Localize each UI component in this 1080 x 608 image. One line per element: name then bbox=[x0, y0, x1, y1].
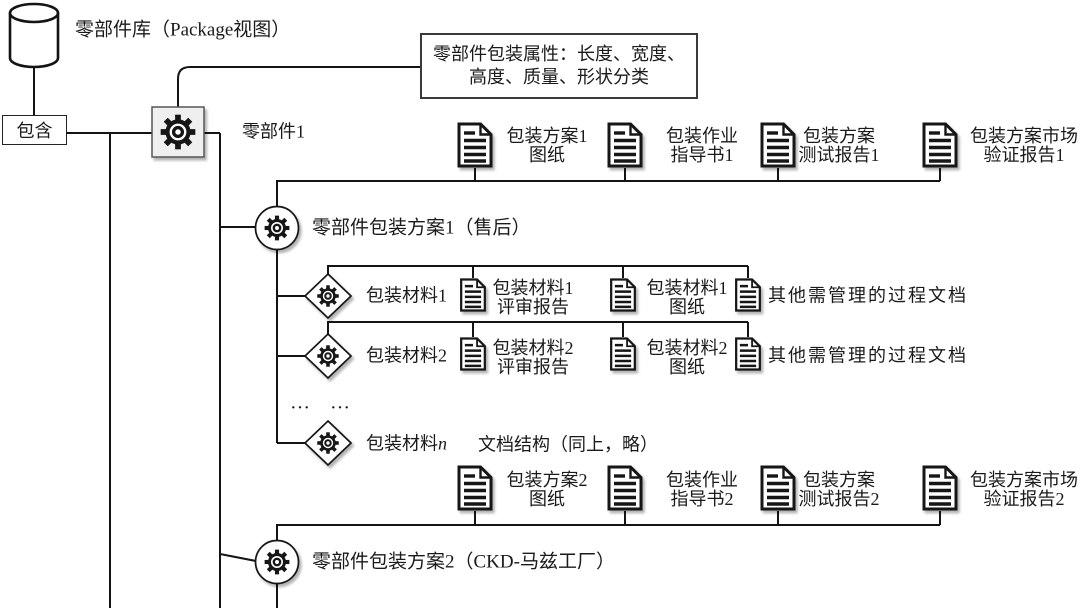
document-icon bbox=[760, 122, 796, 168]
doc-label-line: 测试报告2 bbox=[798, 489, 880, 509]
document-icon bbox=[922, 465, 958, 511]
document-icon bbox=[760, 465, 796, 511]
note-line1: 零部件包装属性：长度、宽度、 bbox=[433, 44, 685, 64]
material-n-suffix: n bbox=[438, 433, 447, 454]
doc-label-line: 图纸 bbox=[669, 357, 705, 377]
component-icon bbox=[151, 106, 205, 158]
doc-label-line: 指导书2 bbox=[670, 489, 734, 509]
document-icon bbox=[922, 122, 958, 168]
doc-label: 包装方案1 图纸 bbox=[507, 127, 588, 165]
material2-label: 包装材料2 bbox=[366, 345, 447, 366]
doc-label-line: 包装材料2 bbox=[492, 338, 574, 358]
other-doc-label: 其他需管理的过程文档 bbox=[768, 285, 968, 306]
doc-label: 包装方案2 图纸 bbox=[507, 471, 588, 509]
doc-label: 包装方案市场 验证报告2 bbox=[970, 471, 1078, 509]
document-icon bbox=[609, 278, 637, 312]
doc-label-line: 包装材料2 bbox=[646, 338, 728, 358]
doc-label-line: 包装方案1 bbox=[506, 126, 588, 146]
material-n-icon bbox=[303, 419, 353, 467]
document-icon bbox=[607, 465, 643, 511]
database-icon bbox=[8, 2, 60, 69]
connector-lines bbox=[33, 66, 941, 608]
material-n-note: 文档结构（同上，略） bbox=[478, 434, 658, 455]
material-n-label: 包装材料n bbox=[366, 433, 447, 454]
doc-label: 包装材料1 图纸 bbox=[647, 279, 728, 317]
doc-label-line: 包装作业 bbox=[666, 470, 738, 490]
doc-label-line: 图纸 bbox=[669, 297, 705, 317]
doc-label-line: 包装材料1 bbox=[492, 278, 574, 298]
doc-label-line: 包装方案 bbox=[803, 470, 875, 490]
material2-icon bbox=[303, 332, 353, 380]
contains-relation-box: 包含 bbox=[2, 115, 67, 145]
doc-label-line: 验证报告2 bbox=[983, 489, 1065, 509]
plan1-icon bbox=[254, 205, 300, 251]
doc-label-line: 测试报告1 bbox=[798, 145, 880, 165]
packaging-attributes-note: 零部件包装属性：长度、宽度、 高度、质量、形状分类 bbox=[420, 33, 698, 99]
doc-label: 包装作业 指导书2 bbox=[666, 471, 738, 509]
document-icon bbox=[734, 337, 762, 371]
doc-label: 包装方案 测试报告2 bbox=[799, 471, 880, 509]
doc-label-line: 包装方案 bbox=[803, 126, 875, 146]
plan1-label: 零部件包装方案1（售后） bbox=[312, 217, 531, 239]
note-line2: 高度、质量、形状分类 bbox=[469, 67, 649, 87]
plan2-label: 零部件包装方案2（CKD-马兹工厂） bbox=[312, 551, 615, 573]
document-icon bbox=[607, 122, 643, 168]
doc-label-line: 图纸 bbox=[529, 489, 565, 509]
doc-label-line: 包装方案市场 bbox=[970, 470, 1078, 490]
document-icon bbox=[609, 337, 637, 371]
doc-label-line: 评审报告 bbox=[497, 297, 569, 317]
contains-label: 包含 bbox=[16, 121, 53, 141]
document-icon bbox=[457, 465, 493, 511]
doc-label: 包装方案市场 验证报告1 bbox=[970, 127, 1078, 165]
doc-label: 包装材料1 评审报告 bbox=[493, 279, 574, 317]
plan2-icon bbox=[254, 539, 300, 585]
doc-label-line: 图纸 bbox=[529, 145, 565, 165]
material1-label: 包装材料1 bbox=[366, 285, 447, 306]
document-icon bbox=[457, 122, 493, 168]
doc-label: 包装作业 指导书1 bbox=[666, 127, 738, 165]
doc-label-line: 验证报告1 bbox=[983, 145, 1065, 165]
doc-label-line: 指导书1 bbox=[670, 145, 734, 165]
doc-label-line: 包装作业 bbox=[666, 126, 738, 146]
library-label: 零部件库（Package视图） bbox=[75, 19, 291, 41]
part1-label: 零部件1 bbox=[242, 121, 305, 142]
doc-label-line: 包装方案2 bbox=[506, 470, 588, 490]
material-n-text: 包装材料 bbox=[366, 433, 438, 454]
doc-label-line: 包装方案市场 bbox=[970, 126, 1078, 146]
ellipsis: … … bbox=[290, 391, 350, 414]
doc-label-line: 评审报告 bbox=[497, 357, 569, 377]
document-icon bbox=[459, 278, 487, 312]
doc-label-line: 包装材料1 bbox=[646, 278, 728, 298]
document-icon bbox=[734, 278, 762, 312]
doc-label: 包装材料2 图纸 bbox=[647, 339, 728, 377]
doc-label: 包装材料2 评审报告 bbox=[493, 339, 574, 377]
document-icon bbox=[459, 337, 487, 371]
other-doc-label: 其他需管理的过程文档 bbox=[768, 345, 968, 366]
material1-icon bbox=[303, 272, 353, 320]
doc-label: 包装方案 测试报告1 bbox=[799, 127, 880, 165]
